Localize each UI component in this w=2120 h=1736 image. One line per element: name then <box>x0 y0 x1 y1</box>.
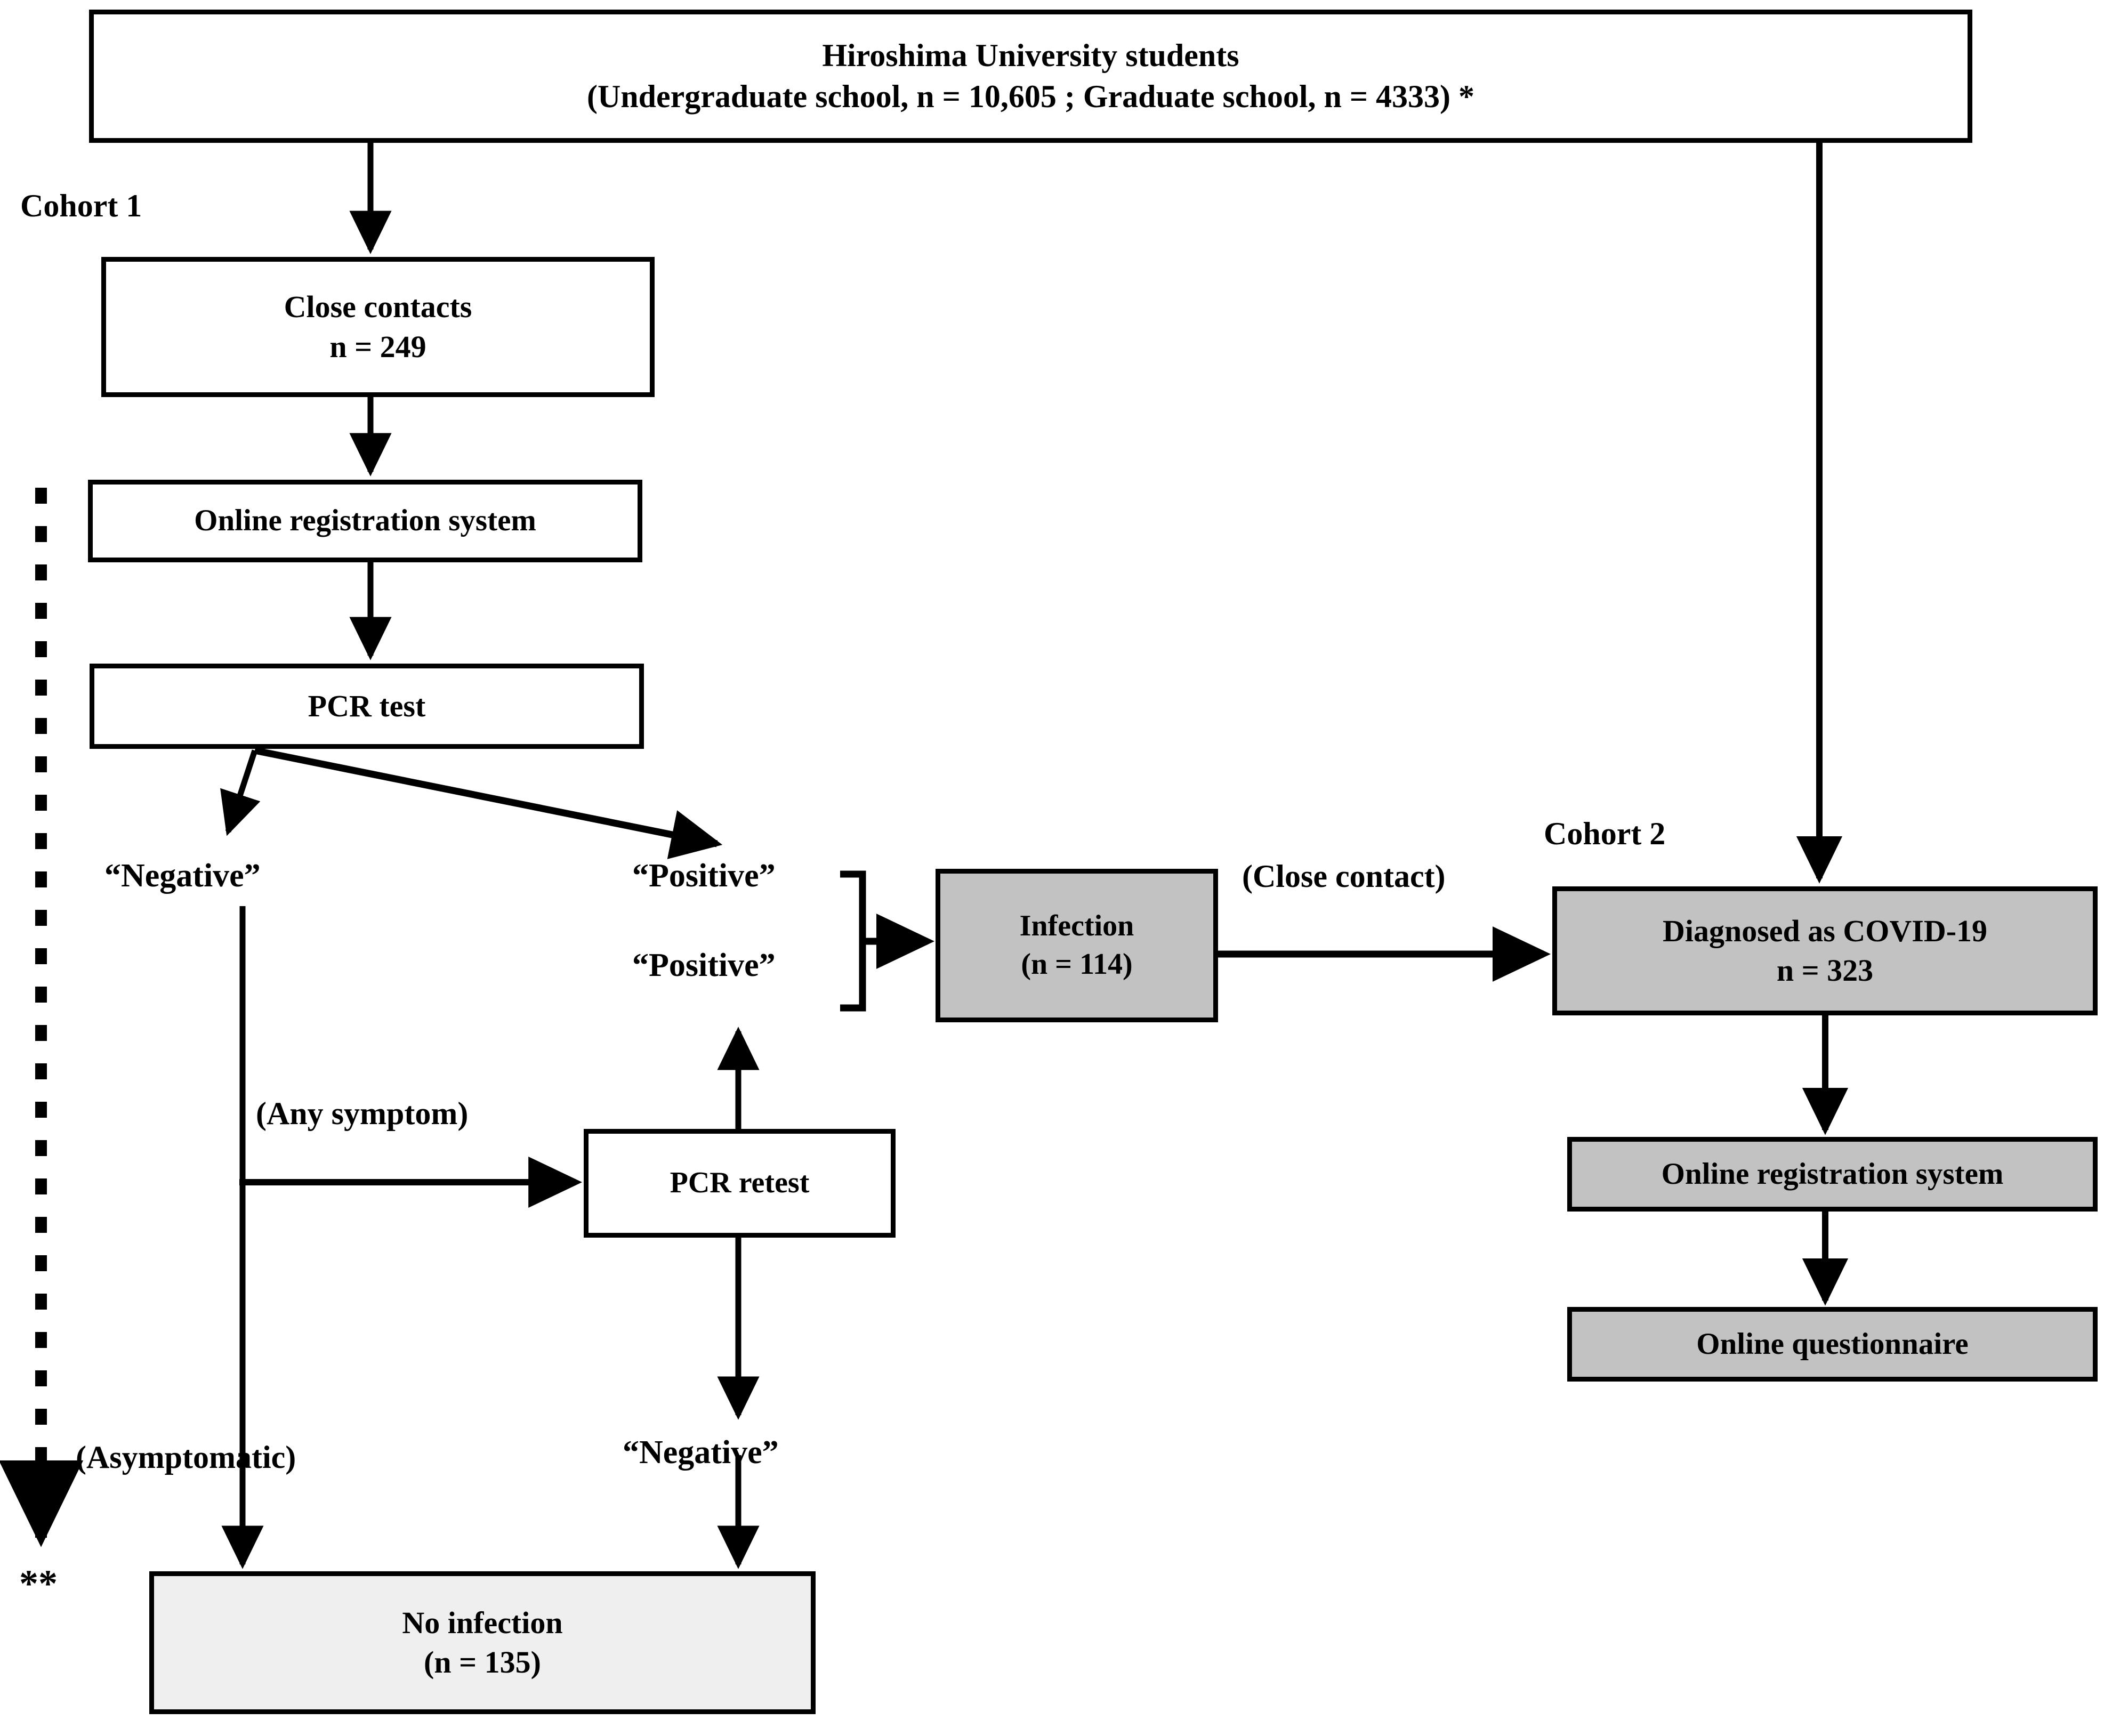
node-no-infection: No infection (n = 135) <box>149 1571 816 1714</box>
edge-pcr-to-positive <box>254 747 723 859</box>
node-online-registration-cohort2: Online registration system <box>1567 1137 2098 1212</box>
label-edge-any-symptom: (Any symptom) <box>256 1096 469 1131</box>
label-result-positive-lower: “Positive” <box>632 947 776 983</box>
online-questionnaire-label: Online questionnaire <box>1696 1327 1969 1361</box>
label-result-negative-top: “Negative” <box>104 858 261 894</box>
pcr-retest-label: PCR retest <box>670 1166 810 1200</box>
node-infection: Infection (n = 114) <box>936 869 1218 1022</box>
diagnosed-line-1: Diagnosed as COVID-19 <box>1662 913 1988 948</box>
no-infection-line-1: No infection <box>402 1605 563 1640</box>
label-footnote-double-asterisk: ** <box>19 1562 58 1605</box>
label-result-positive-upper: “Positive” <box>632 858 776 894</box>
label-cohort-1: Cohort 1 <box>20 188 142 223</box>
label-edge-asymptomatic: (Asymptomatic) <box>76 1440 296 1475</box>
infection-line-1: Infection <box>1019 909 1134 943</box>
close-contacts-line-2: n = 249 <box>329 329 426 364</box>
positive-group-brace <box>840 870 866 1012</box>
close-contacts-line-1: Close contacts <box>284 289 472 325</box>
infection-line-2: (n = 114) <box>1021 948 1133 981</box>
label-cohort-2: Cohort 2 <box>1544 816 1666 851</box>
node-pcr-test: PCR test <box>90 664 644 749</box>
node-online-questionnaire: Online questionnaire <box>1567 1307 2098 1382</box>
node-online-registration-cohort1: Online registration system <box>88 480 642 562</box>
source-line-1: Hiroshima University students <box>822 38 1239 74</box>
label-result-negative-retest: “Negative” <box>623 1434 779 1471</box>
node-diagnosed-covid19: Diagnosed as COVID-19 n = 323 <box>1552 886 2098 1015</box>
no-infection-line-2: (n = 135) <box>424 1645 541 1680</box>
pcr-test-label: PCR test <box>308 688 426 723</box>
edge-pcr-to-negative <box>220 749 261 836</box>
source-line-2: (Undergraduate school, n = 10,605 ; Grad… <box>586 79 1475 114</box>
label-edge-close-contact: (Close contact) <box>1242 859 1446 894</box>
online-registration-1-label: Online registration system <box>194 504 536 538</box>
node-pcr-retest: PCR retest <box>584 1129 896 1238</box>
online-registration-2-label: Online registration system <box>1661 1157 2004 1191</box>
node-close-contacts: Close contacts n = 249 <box>101 257 655 397</box>
diagnosed-line-2: n = 323 <box>1776 953 1874 988</box>
node-source-population: Hiroshima University students (Undergrad… <box>89 10 1972 143</box>
